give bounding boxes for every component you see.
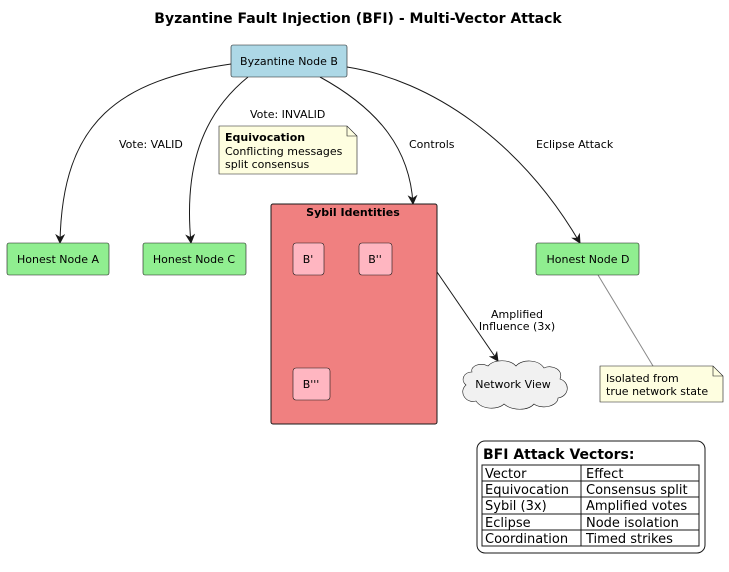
edge-label-amplified-1: Amplified <box>491 308 543 321</box>
isolated-note: Isolated from true network state <box>599 365 724 403</box>
honest-node-d[interactable]: Honest Node D <box>535 242 640 276</box>
legend-row-1-vector: Equivocation <box>485 483 569 498</box>
edge-vote-invalid <box>185 76 249 244</box>
edge-amplified <box>436 271 499 362</box>
honest-node-a-label: Honest Node A <box>17 253 99 266</box>
network-view-label: Network View <box>475 378 551 391</box>
legend-table <box>481 464 700 547</box>
legend-row-3-effect: Node isolation <box>586 516 679 531</box>
note-connector-isolated <box>597 274 654 367</box>
legend-title: BFI Attack Vectors: <box>483 447 634 463</box>
legend-row-2-effect: Amplified votes <box>586 499 687 514</box>
honest-node-d-label: Honest Node D <box>547 253 630 266</box>
diagram-title: Byzantine Fault Injection (BFI) - Multi-… <box>154 11 562 27</box>
edge-label-eclipse: Eclipse Attack <box>536 138 614 151</box>
edge-label-vote-invalid: Vote: INVALID <box>250 108 325 121</box>
sybil-identity-b1[interactable]: B' <box>292 242 325 276</box>
byzantine-node-label: Byzantine Node B <box>240 55 338 68</box>
sybil-identity-b2-label: B'' <box>368 253 382 266</box>
sybil-identity-b1-label: B' <box>303 253 314 266</box>
edge-controls <box>319 76 418 205</box>
legend: BFI Attack Vectors: Vector Effect Equivo… <box>476 440 706 554</box>
edge-label-controls: Controls <box>409 138 455 151</box>
edge-label-vote-valid: Vote: VALID <box>119 138 183 151</box>
honest-node-a[interactable]: Honest Node A <box>6 242 110 276</box>
sybil-cluster-title: Sybil Identities <box>306 206 400 219</box>
honest-node-c-label: Honest Node C <box>153 253 235 266</box>
sybil-identity-b3-label: B''' <box>303 378 320 391</box>
honest-node-c[interactable]: Honest Node C <box>142 242 247 276</box>
edge-label-amplified-2: Influence (3x) <box>479 320 555 333</box>
legend-header-vector: Vector <box>485 467 527 482</box>
sybil-identity-b2[interactable]: B'' <box>358 242 393 276</box>
legend-row-3-vector: Eclipse <box>485 516 531 531</box>
equivocation-note-line-1: Conflicting messages <box>225 145 343 158</box>
equivocation-note-line-2: split consensus <box>225 158 310 171</box>
legend-row-4-effect: Timed strikes <box>585 532 673 547</box>
legend-row-2-vector: Sybil (3x) <box>485 499 547 514</box>
isolated-note-line-2: true network state <box>606 385 708 398</box>
equivocation-note-title: Equivocation <box>225 131 305 144</box>
isolated-note-line-1: Isolated from <box>606 372 679 385</box>
byzantine-node[interactable]: Byzantine Node B <box>230 44 348 78</box>
legend-row-4-vector: Coordination <box>485 532 568 547</box>
edge-vote-valid <box>55 63 232 244</box>
edge-eclipse <box>346 66 581 244</box>
sybil-identity-b3[interactable]: B''' <box>292 367 331 401</box>
legend-header-effect: Effect <box>586 467 623 482</box>
edges <box>55 63 654 367</box>
equivocation-note: Equivocation Conflicting messages split … <box>218 125 358 175</box>
legend-row-1-effect: Consensus split <box>586 483 688 498</box>
network-view-cloud[interactable]: Network View <box>462 360 568 410</box>
